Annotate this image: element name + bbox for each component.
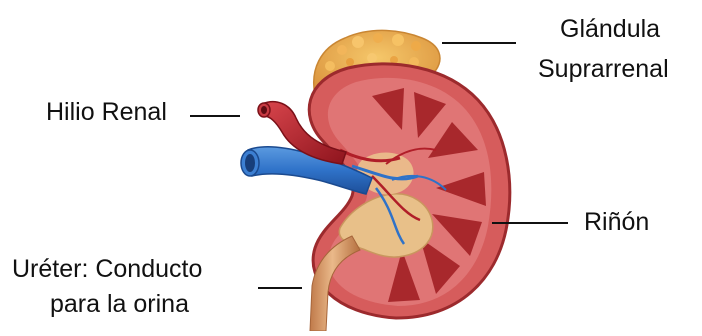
kidney-label: Riñón (584, 208, 649, 237)
kidney (309, 64, 510, 318)
adrenal-gland-leader-line (442, 42, 516, 44)
ureter-leader-line (258, 287, 302, 289)
adrenal-gland-label-line2: Suprarrenal (538, 55, 669, 84)
renal-hilum-label: Hilio Renal (46, 98, 167, 127)
kidney-leader-line (492, 222, 568, 224)
renal-hilum-leader-line (190, 115, 240, 117)
adrenal-gland-label-line1: Glándula (560, 15, 660, 44)
ureter-label-line2: para la orina (50, 290, 189, 319)
ureter-label-line1: Uréter: Conducto (12, 255, 202, 284)
